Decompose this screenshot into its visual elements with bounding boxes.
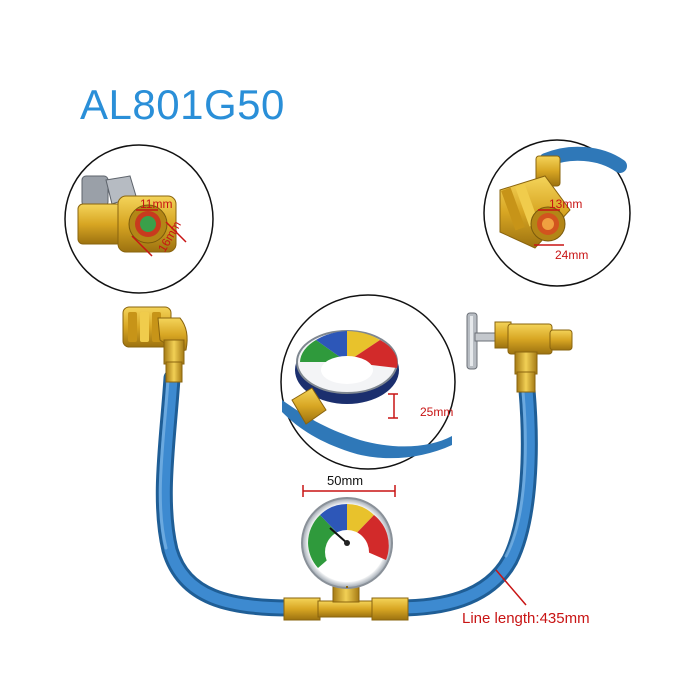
main-gauge [301,497,393,589]
gauge-diameter-dimension: 50mm [327,473,364,488]
product-model-title: AL801G50 [80,81,285,128]
right-coupler-outer-dimension: 24mm [555,248,589,262]
hose-assembly [122,306,573,621]
left-coupler-inner-dimension: 11mm [140,197,173,211]
line-length-label: Line length:435mm [462,610,590,627]
right-coupler-inset [483,139,631,287]
right-coupler-inner-dimension: 13mm [549,197,583,211]
tee-fitting [283,583,409,621]
right-valve-tap [466,312,573,393]
dimension-lines [302,485,527,606]
gauge-depth-dimension: 25mm [420,405,454,419]
gauge-detail-inset [280,294,456,470]
left-coupler-inset [64,144,214,294]
left-quick-coupler [122,306,188,383]
